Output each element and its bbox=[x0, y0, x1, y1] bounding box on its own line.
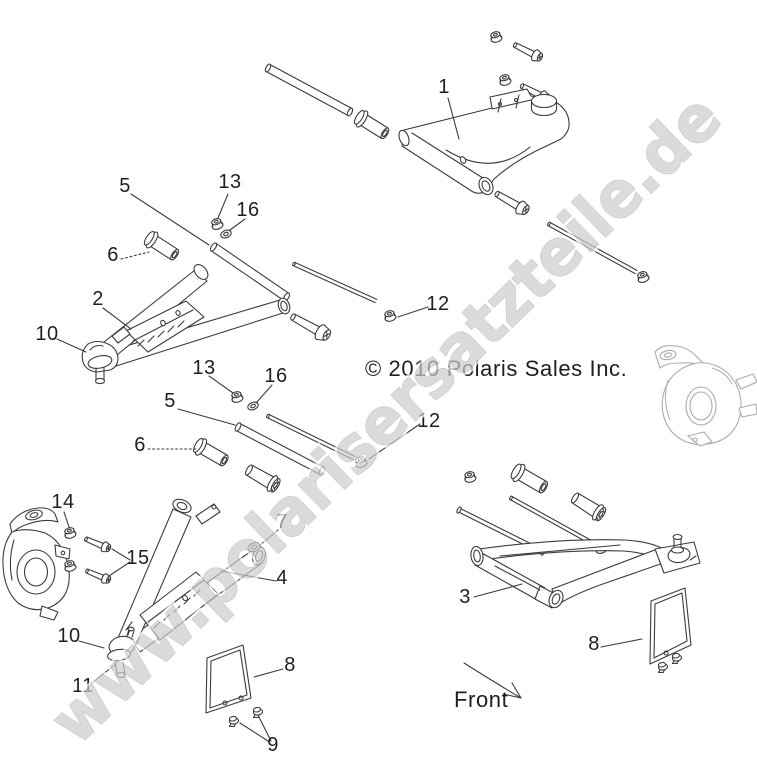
sleeve-bushing bbox=[567, 488, 609, 524]
long-pivot-bolt-right bbox=[547, 222, 651, 285]
sleeve-bushing bbox=[141, 228, 183, 265]
callout-13b: 13 bbox=[192, 357, 215, 379]
callout-16a: 16 bbox=[236, 199, 259, 221]
front-indicator: Front bbox=[454, 663, 521, 712]
guard-screw bbox=[251, 706, 265, 719]
callout-2: 2 bbox=[92, 288, 104, 310]
callout-9: 9 bbox=[267, 734, 279, 756]
callout-10a: 10 bbox=[35, 323, 58, 345]
sleeve-bushing bbox=[190, 435, 232, 471]
callout-16b: 16 bbox=[264, 365, 287, 387]
middle-hardware bbox=[190, 389, 369, 495]
flange-nut bbox=[462, 470, 478, 484]
callout-14: 14 bbox=[51, 491, 74, 513]
callout-6a: 6 bbox=[107, 244, 119, 266]
callout-8b: 8 bbox=[588, 633, 600, 655]
front-label: Front bbox=[454, 687, 508, 712]
sleeve-bushing bbox=[507, 460, 552, 498]
flange-nut bbox=[635, 269, 651, 285]
callout-12a: 12 bbox=[426, 293, 449, 315]
flange-bolt bbox=[82, 533, 113, 555]
pivot-rod-mid bbox=[292, 262, 398, 324]
watermark-text: www.polarisersatzteile.de bbox=[37, 80, 736, 758]
flange-nut bbox=[497, 72, 513, 88]
lower-control-arm-left bbox=[107, 497, 268, 678]
steering-knuckle-left bbox=[3, 508, 70, 620]
callout-5b: 5 bbox=[164, 390, 176, 412]
flange-nut bbox=[62, 525, 78, 541]
upper-control-arm-left bbox=[82, 262, 292, 384]
callouts: 1 2 3 4 5 5 6 6 7 8 8 9 10 10 11 12 12 1… bbox=[35, 76, 599, 756]
callout-15: 15 bbox=[126, 547, 149, 569]
knuckle-fasteners bbox=[62, 525, 113, 586]
pivot-bolt bbox=[491, 186, 532, 219]
upper-control-arm-right bbox=[397, 89, 569, 219]
leader-lines bbox=[57, 98, 642, 741]
flange-nut bbox=[488, 29, 504, 45]
callout-10b: 10 bbox=[57, 625, 80, 647]
pivot-tube-top bbox=[264, 63, 393, 144]
lower-control-arm-right bbox=[470, 535, 700, 610]
flange-nut bbox=[382, 308, 398, 324]
guard-screw bbox=[670, 652, 684, 665]
flange-nut bbox=[209, 216, 225, 232]
washer bbox=[246, 400, 260, 412]
guard-screw bbox=[227, 715, 241, 728]
flange-bolt bbox=[510, 38, 545, 65]
callout-3: 3 bbox=[459, 586, 471, 608]
guard-screw bbox=[656, 661, 670, 674]
callout-8a: 8 bbox=[284, 654, 296, 676]
callout-1: 1 bbox=[438, 76, 450, 98]
callout-13a: 13 bbox=[218, 171, 241, 193]
callout-12b: 12 bbox=[417, 410, 440, 432]
pivot-bolt bbox=[286, 308, 334, 345]
callout-4: 4 bbox=[276, 567, 288, 589]
copyright-text: © 2010 Polaris Sales Inc. bbox=[365, 356, 627, 381]
watermark: www.polarisersatzteile.de www.polarisers… bbox=[34, 77, 739, 762]
flange-bolt bbox=[83, 565, 113, 586]
callout-5a: 5 bbox=[119, 175, 131, 197]
pivot-bushing bbox=[351, 107, 393, 144]
steering-knuckle-right bbox=[655, 346, 757, 446]
guard-right bbox=[650, 588, 691, 674]
callout-7: 7 bbox=[276, 511, 288, 533]
callout-6b: 6 bbox=[134, 434, 146, 456]
guard-left bbox=[206, 645, 265, 728]
upper-left-hardware bbox=[141, 216, 291, 302]
callout-11: 11 bbox=[72, 675, 94, 697]
